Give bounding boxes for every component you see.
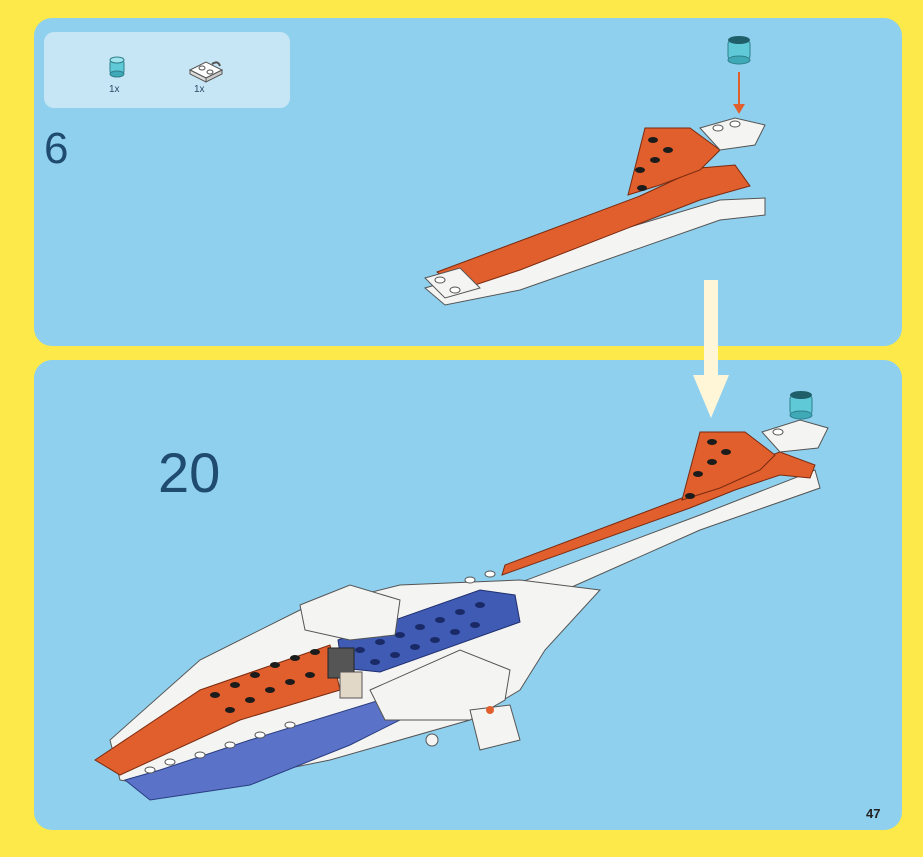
attach-arrow: [693, 280, 729, 418]
transparent-round-stud-icon: [789, 391, 813, 420]
page-number: 47: [866, 806, 881, 821]
transparent-round-stud-icon: [727, 36, 751, 65]
helicopter-assembly: [94, 391, 829, 801]
part-qty: 1x: [109, 84, 120, 95]
transparent-round-stud-icon: [109, 56, 125, 78]
step-number-small: 6: [44, 124, 69, 173]
tail-assembly-top: [423, 36, 766, 306]
white-plate-clip-icon: [188, 61, 224, 83]
parts-icons: [109, 56, 224, 83]
part-qty: 1x: [194, 84, 205, 95]
parts-callout: 1x 1x: [44, 32, 290, 108]
step-number-big: 20: [158, 441, 221, 504]
